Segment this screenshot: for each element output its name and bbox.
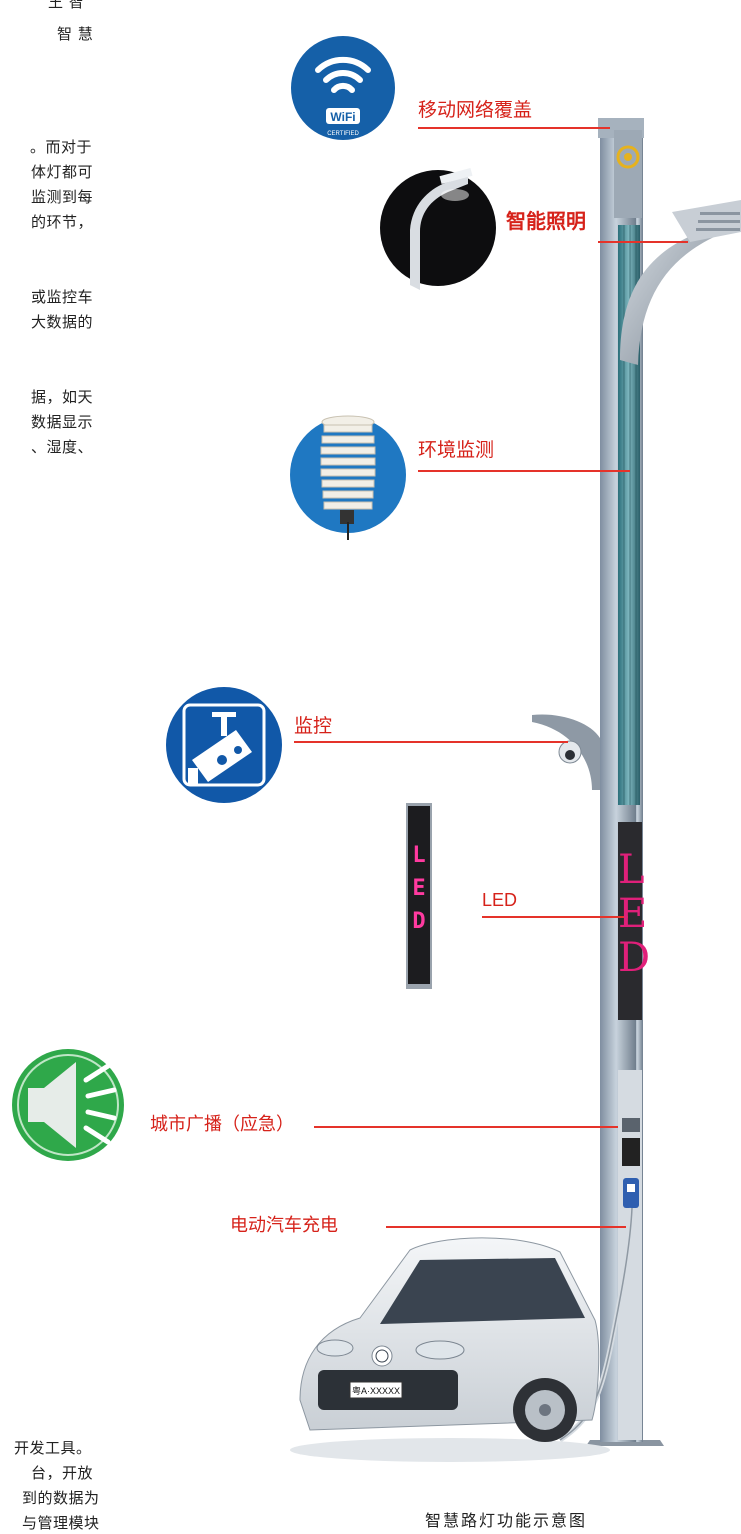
led-sign-letter: E — [412, 876, 425, 901]
pole-head-panel — [614, 130, 642, 218]
wifi-certified-text: CERTIFIED — [327, 131, 359, 137]
pole-led-panel — [618, 822, 642, 1020]
text-line: 智 慧 — [57, 25, 94, 43]
pole-led-text: L E D — [618, 847, 651, 981]
wifi-icon — [291, 36, 395, 140]
text-line: 监测到每 — [31, 188, 94, 206]
callout-line-led — [482, 916, 628, 918]
figure-caption: 智慧路灯功能示意图 — [425, 1511, 588, 1530]
article-text: 王 智 智 慧 。而对于 体灯都可 监测到每 的环节， 或监控车 大数据的 据，… — [0, 0, 110, 1534]
text-line: 据，如天 — [31, 388, 94, 406]
text-line: 数据显示 — [31, 413, 94, 431]
text-line: 体灯都可 — [31, 163, 94, 181]
text-line: 或监控车 — [31, 288, 94, 306]
callout-lines — [294, 127, 688, 1228]
sun-emblem-core — [624, 153, 632, 161]
license-plate: 粤A·XXXXX — [352, 1385, 400, 1396]
callout-line-wifi — [418, 127, 610, 129]
led-sign-icon — [406, 803, 432, 989]
car-illustration — [290, 1237, 610, 1462]
pole-led-letter: L — [618, 847, 645, 893]
speaker-grille — [622, 1118, 640, 1132]
speaker-icon — [12, 1049, 124, 1161]
label-environment: 环境监测 — [418, 440, 495, 461]
led-sign-letter: D — [412, 909, 425, 934]
text-line: 。而对于 — [30, 138, 93, 156]
weather-sensor-icon — [290, 415, 406, 540]
label-monitoring: 监控 — [294, 716, 333, 737]
wifi-badge-text: WiFi — [330, 110, 355, 124]
callout-line-environment — [418, 470, 630, 472]
led-sign-letter: L — [412, 843, 425, 868]
label-wifi: 移动网络覆盖 — [418, 100, 533, 121]
lamp-slats — [696, 212, 740, 231]
text-line: 到的数据为 — [22, 1489, 100, 1507]
cctv-camera-icon — [166, 687, 282, 803]
pole-led-letter: E — [618, 891, 648, 937]
callout-line-charging — [386, 1226, 626, 1228]
callout-line-broadcast — [314, 1126, 618, 1128]
callout-line-lighting — [598, 241, 688, 243]
label-led: LED — [482, 890, 518, 910]
street-lamp-icon — [380, 167, 496, 290]
text-line: 大数据的 — [31, 313, 94, 331]
camera-arm — [532, 714, 600, 790]
control-display — [622, 1138, 640, 1166]
text-line: 开发工具。 — [14, 1439, 92, 1457]
pole-led-letter: D — [618, 935, 651, 981]
text-line: 王 智 — [48, 0, 85, 11]
text-line: 的环节， — [31, 213, 94, 231]
charging-port — [623, 1178, 639, 1208]
label-charging: 电动汽车充电 — [230, 1215, 338, 1235]
text-line: 与管理模块 — [22, 1514, 100, 1532]
charging-port-screen — [627, 1184, 635, 1192]
dome-camera-lens — [565, 750, 575, 760]
sun-emblem-icon — [616, 145, 640, 169]
label-broadcast: 城市广播（应急） — [150, 1114, 294, 1134]
label-lighting: 智能照明 — [504, 211, 588, 233]
callout-line-monitoring — [294, 741, 568, 743]
text-line: 台，开放 — [31, 1464, 94, 1482]
text-line: 、湿度、 — [31, 438, 94, 456]
